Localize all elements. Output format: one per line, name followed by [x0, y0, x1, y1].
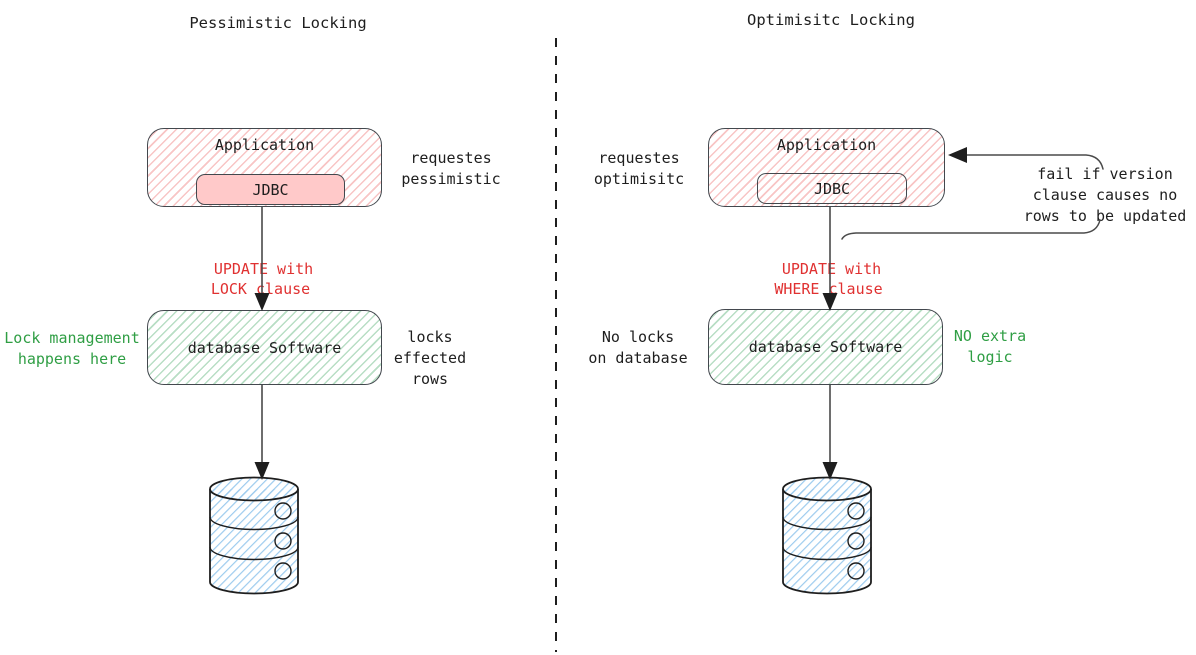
right-jdbc-box: JDBC [757, 173, 907, 204]
right-jdbc-label: JDBC [813, 179, 851, 198]
right-no-extra-logic-note: NO extra logic [953, 327, 1027, 366]
left-database-software-box: database Software [147, 310, 382, 385]
right-update-arrow-label: UPDATE with WHERE clause [768, 239, 892, 299]
left-request-note: requestes pessimistic [401, 149, 501, 188]
left-jdbc-label: JDBC [252, 180, 289, 199]
right-database-icon [782, 476, 872, 595]
left-application-label: Application [214, 136, 315, 154]
right-no-locks-note: No locks on database [588, 328, 688, 367]
left-lock-management-note: Lock management happens here [4, 329, 140, 368]
left-database-software-label: database Software [187, 338, 342, 357]
right-request-note: requestes optimisitc [593, 149, 685, 188]
left-database-icon [209, 476, 299, 595]
left-locks-effected-note: locks effected rows [393, 328, 467, 388]
left-db-to-cylinder-arrow [254, 385, 270, 480]
right-db-to-cylinder-arrow [822, 385, 838, 480]
right-database-software-box: database Software [708, 309, 943, 385]
left-update-arrow-label: UPDATE with LOCK clause [210, 260, 314, 298]
panel-divider-dashed-line [555, 38, 557, 652]
fail-if-version-note: fail if version clause causes no rows to… [1023, 165, 1187, 225]
left-jdbc-box: JDBC [196, 174, 345, 205]
left-application-box: Application [147, 128, 382, 207]
right-database-software-label: database Software [748, 338, 903, 356]
right-application-label: Application [776, 136, 877, 154]
right-panel-title: Optimisitc Locking [747, 11, 915, 29]
left-panel-title: Pessimistic Locking [189, 14, 367, 32]
